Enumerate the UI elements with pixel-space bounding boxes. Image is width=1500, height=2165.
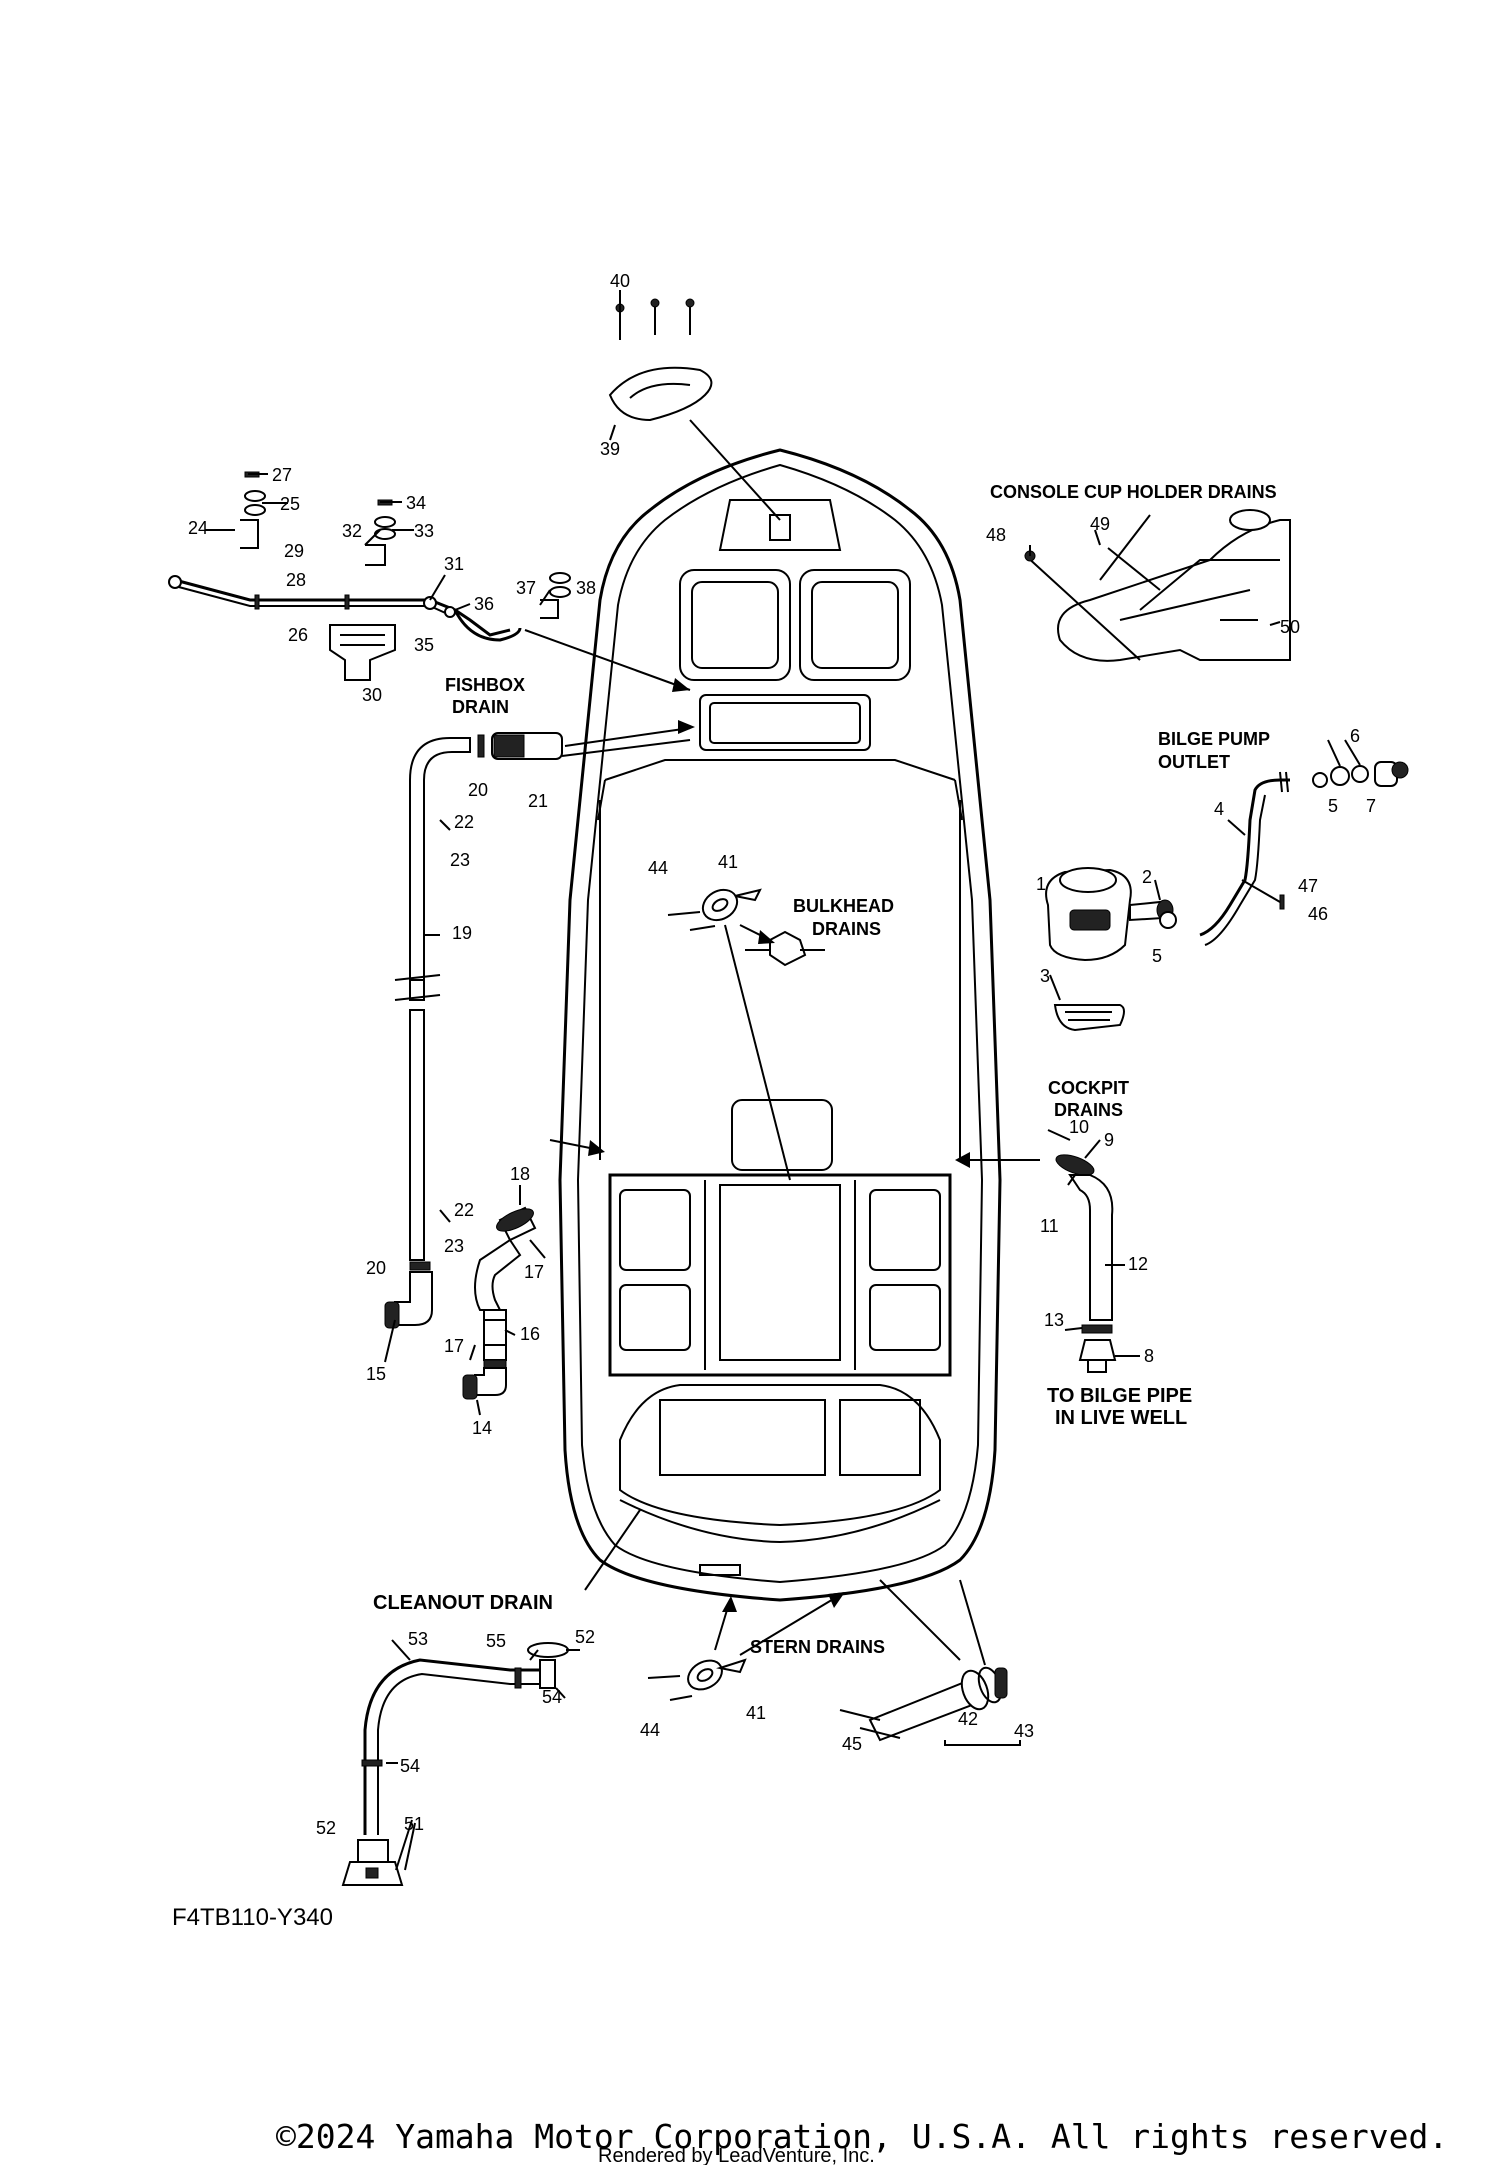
callout-53: 53 bbox=[408, 1629, 428, 1649]
callout-5-upper: 5 bbox=[1328, 796, 1338, 816]
callout-27: 27 bbox=[272, 465, 292, 485]
callout-7: 7 bbox=[1366, 796, 1376, 816]
callout-54-upper: 54 bbox=[542, 1687, 562, 1707]
callout-44-upper: 44 bbox=[648, 858, 668, 878]
callout-23-upper: 23 bbox=[450, 850, 470, 870]
cup-holder-39 bbox=[608, 366, 781, 521]
copyright-notice: ©2024 Yamaha Motor Corporation, U.S.A. A… bbox=[276, 2117, 1448, 2156]
label-console-cup-holder-drains: CONSOLE CUP HOLDER DRAINS bbox=[990, 482, 1277, 502]
part-callouts: 40 39 27 25 24 34 32 33 29 28 31 36 37 3… bbox=[188, 271, 1376, 1838]
stern-drain-assembly bbox=[647, 1579, 1021, 1746]
label-cockpit-drains-line1: COCKPIT bbox=[1048, 1078, 1129, 1098]
diagram-code: F4TB110-Y340 bbox=[172, 1904, 333, 1931]
callout-54-lower: 54 bbox=[400, 1756, 420, 1776]
cockpit-drain-assembly bbox=[549, 1129, 1117, 1373]
screws-40 bbox=[615, 290, 695, 340]
callout-28: 28 bbox=[286, 570, 306, 590]
callout-22-upper: 22 bbox=[454, 812, 474, 832]
console-cup-holder bbox=[1024, 509, 1291, 662]
boat-hull bbox=[558, 448, 1002, 1602]
callout-41-lower: 41 bbox=[746, 1703, 766, 1723]
callout-10: 10 bbox=[1069, 1117, 1089, 1137]
label-cleanout-drain: CLEANOUT DRAIN bbox=[373, 1592, 553, 1614]
callout-9: 9 bbox=[1104, 1130, 1114, 1150]
label-bulkhead-drains-line1: BULKHEAD bbox=[793, 896, 894, 916]
callout-11: 11 bbox=[1040, 1216, 1059, 1236]
callout-14: 14 bbox=[472, 1418, 492, 1438]
callout-52-upper: 52 bbox=[575, 1627, 595, 1647]
label-bilge-pump-outlet-line2: OUTLET bbox=[1158, 752, 1230, 772]
callout-42: 42 bbox=[958, 1709, 978, 1729]
label-fishbox-drain-line1: FISHBOX bbox=[445, 675, 525, 695]
callout-51: 51 bbox=[404, 1814, 424, 1834]
callout-35: 35 bbox=[414, 635, 434, 655]
label-bilge-pump-outlet-line1: BILGE PUMP bbox=[1158, 729, 1270, 749]
label-stern-drains: STERN DRAINS bbox=[750, 1637, 885, 1657]
callout-22-lower: 22 bbox=[454, 1200, 474, 1220]
callout-24: 24 bbox=[188, 518, 208, 538]
callout-38: 38 bbox=[576, 578, 596, 598]
label-cockpit-drains-line2: DRAINS bbox=[1054, 1100, 1123, 1120]
callout-52-lower: 52 bbox=[316, 1818, 336, 1838]
callout-36: 36 bbox=[474, 594, 494, 614]
callout-2: 2 bbox=[1142, 867, 1152, 887]
section-labels: CONSOLE CUP HOLDER DRAINS FISHBOX DRAIN … bbox=[373, 482, 1277, 1657]
label-to-bilge-pipe-line2: IN LIVE WELL bbox=[1055, 1407, 1187, 1429]
callout-21: 21 bbox=[528, 791, 548, 811]
fishbox-drain-hose bbox=[384, 720, 695, 1329]
callout-45: 45 bbox=[842, 1734, 862, 1754]
callout-16: 16 bbox=[520, 1324, 540, 1344]
rendered-by-credit: Rendered by LeadVenture, Inc. bbox=[598, 2145, 875, 2165]
callout-3: 3 bbox=[1040, 966, 1050, 986]
callout-30: 30 bbox=[362, 685, 382, 705]
callout-48: 48 bbox=[986, 525, 1006, 545]
callout-41-upper: 41 bbox=[718, 852, 738, 872]
callout-17-upper: 17 bbox=[524, 1262, 544, 1282]
bilge-pump bbox=[1045, 761, 1409, 1032]
callout-29: 29 bbox=[284, 541, 304, 561]
callout-43: 43 bbox=[1014, 1721, 1034, 1741]
callout-19: 19 bbox=[452, 923, 472, 943]
callout-55: 55 bbox=[486, 1631, 506, 1651]
callout-26: 26 bbox=[288, 625, 308, 645]
callout-39: 39 bbox=[600, 439, 620, 459]
callout-12: 12 bbox=[1128, 1254, 1148, 1274]
callout-15: 15 bbox=[366, 1364, 386, 1384]
callout-5-lower: 5 bbox=[1152, 946, 1162, 966]
callout-8: 8 bbox=[1144, 1346, 1154, 1366]
label-bulkhead-drains-line2: DRAINS bbox=[812, 919, 881, 939]
callout-44-lower: 44 bbox=[640, 1720, 660, 1740]
callout-31: 31 bbox=[444, 554, 464, 574]
callout-32: 32 bbox=[342, 521, 362, 541]
callout-4: 4 bbox=[1214, 799, 1224, 819]
callout-40: 40 bbox=[610, 271, 630, 291]
drain-fittings-14-18 bbox=[462, 1206, 537, 1400]
leader-lines bbox=[205, 290, 1361, 1871]
callout-49: 49 bbox=[1090, 514, 1110, 534]
callout-25: 25 bbox=[280, 494, 300, 514]
callout-6: 6 bbox=[1350, 726, 1360, 746]
callout-20-upper: 20 bbox=[468, 780, 488, 800]
callout-18: 18 bbox=[510, 1164, 530, 1184]
label-to-bilge-pipe-line1: TO BILGE PIPE bbox=[1047, 1385, 1192, 1407]
callout-20-lower: 20 bbox=[366, 1258, 386, 1278]
callout-1: 1 bbox=[1036, 874, 1046, 894]
callout-33: 33 bbox=[414, 521, 434, 541]
callout-47: 47 bbox=[1298, 876, 1318, 896]
callout-50: 50 bbox=[1280, 617, 1300, 637]
callout-46: 46 bbox=[1308, 904, 1328, 924]
cleanout-drain-hose bbox=[341, 1642, 569, 1886]
callout-23-lower: 23 bbox=[444, 1236, 464, 1256]
label-fishbox-drain-line2: DRAIN bbox=[452, 697, 509, 717]
callout-17-lower: 17 bbox=[444, 1336, 464, 1356]
callout-34: 34 bbox=[406, 493, 426, 513]
callout-37: 37 bbox=[516, 578, 536, 598]
callout-13: 13 bbox=[1044, 1310, 1064, 1330]
bulkhead-drain bbox=[667, 888, 825, 1181]
